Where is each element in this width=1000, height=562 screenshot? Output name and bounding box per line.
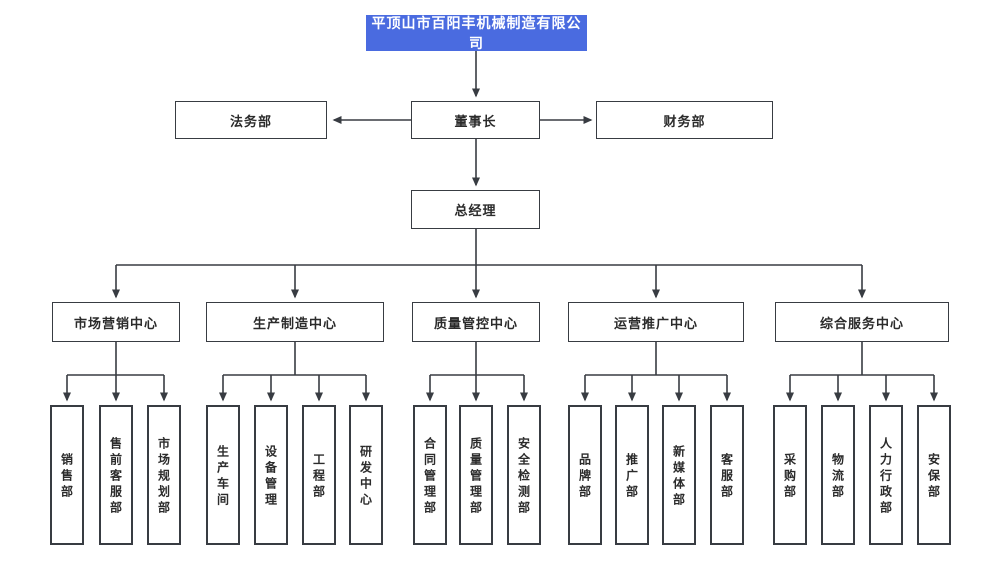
org-node-quality-center: 质量管控中心 [412,302,540,342]
org-node-chairman: 董事长 [411,101,540,139]
org-node-promotion-dept: 推广部 [615,405,649,545]
org-node-services-center: 综合服务中心 [775,302,949,342]
org-node-market-planning-dept: 市场规划部 [147,405,181,545]
org-node-safety-inspection-dept: 安全检测部 [507,405,541,545]
org-node-company-root: 平顶山市百阳丰机械制造有限公司 [366,15,587,51]
org-node-sales-dept: 销售部 [50,405,84,545]
org-node-production-workshop: 生产车间 [206,405,240,545]
org-node-security-dept: 安保部 [917,405,951,545]
org-node-quality-management-dept: 质量管理部 [459,405,493,545]
org-node-equipment-management: 设备管理 [254,405,288,545]
org-node-new-media-dept: 新媒体部 [662,405,696,545]
org-node-logistics-dept: 物流部 [821,405,855,545]
org-node-finance-dept: 财务部 [596,101,773,139]
org-node-engineering-dept: 工程部 [302,405,336,545]
org-node-procurement-dept: 采购部 [773,405,807,545]
org-node-contract-management-dept: 合同管理部 [413,405,447,545]
org-node-general-manager: 总经理 [411,190,540,229]
org-node-production-center: 生产制造中心 [206,302,384,342]
org-node-rd-center: 研发中心 [349,405,383,545]
org-node-hr-admin-dept: 人力行政部 [869,405,903,545]
org-node-operations-center: 运营推广中心 [568,302,744,342]
org-node-marketing-center: 市场营销中心 [52,302,180,342]
org-node-legal-dept: 法务部 [175,101,327,139]
org-node-brand-dept: 品牌部 [568,405,602,545]
org-node-customer-service-dept: 客服部 [710,405,744,545]
org-node-presales-service-dept: 售前客服部 [99,405,133,545]
